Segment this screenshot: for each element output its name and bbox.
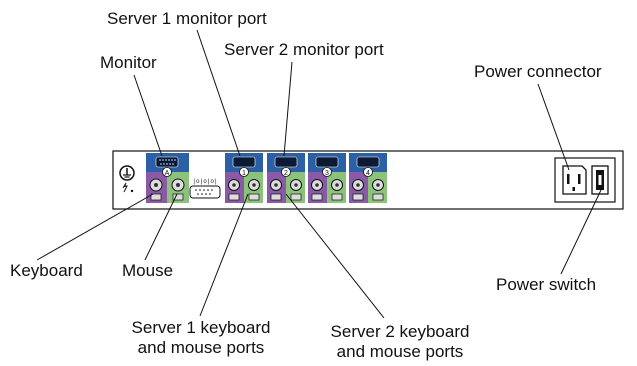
- power-warning-icon: [122, 182, 134, 193]
- server1-port-number: 1: [242, 170, 246, 177]
- server-port-group-4: 4: [349, 153, 387, 203]
- server2-keyboard-mouse-line2: and mouse ports: [336, 342, 464, 361]
- server1-keyboard-mouse-line1: Server 1 keyboard: [131, 318, 271, 337]
- server-port-group-3: 3: [308, 153, 346, 203]
- power-connector-label: Power connector: [474, 62, 602, 81]
- server2-keyboard-mouse-line1: Server 2 keyboard: [330, 322, 470, 341]
- keyboard-label: Keyboard: [10, 261, 83, 280]
- local-mouse-connector-icon: [171, 178, 185, 201]
- server2-port-number: 2: [284, 170, 288, 177]
- local-monitor-port: [146, 153, 189, 172]
- server-port-group-2: 2: [267, 153, 305, 203]
- power-connector: [562, 165, 587, 195]
- leader-lines: [36, 29, 602, 319]
- server3-port-number: 3: [325, 170, 329, 177]
- server1-keyboard-mouse-label: Server 1 keyboard and mouse ports: [112, 318, 290, 358]
- local-keyboard-connector-icon: [149, 178, 163, 201]
- leader-mouse: [144, 193, 178, 261]
- leader-power-switch: [560, 189, 602, 275]
- leader-server2-monitor: [283, 61, 293, 157]
- leader-power-connector: [537, 83, 570, 171]
- leader-server2-kbd-mouse: [285, 193, 385, 319]
- monitor-label: Monitor: [100, 53, 157, 72]
- server4-port-number: 4: [366, 170, 370, 177]
- mouse-label: Mouse: [122, 261, 174, 280]
- server2-keyboard-mouse-label: Server 2 keyboard and mouse ports: [308, 322, 492, 362]
- leader-keyboard: [36, 193, 154, 261]
- server-port-group-1: 1: [225, 153, 263, 203]
- server1-monitor-port-label: Server 1 monitor port: [107, 9, 267, 28]
- power-switch-label: Power switch: [496, 275, 597, 294]
- server2-monitor-port-label: Server 2 monitor port: [224, 40, 384, 59]
- leader-server1-kbd-mouse: [199, 193, 249, 317]
- local-port-letter: A: [165, 170, 170, 177]
- local-port-badge: A: [162, 167, 172, 177]
- ground-symbol-icon: [119, 165, 135, 181]
- leader-server1-monitor: [196, 29, 241, 157]
- power-module: [554, 157, 616, 203]
- serial-config-port: |o|o|o|: [189, 178, 221, 199]
- serial-port-label: |o|o|o|: [192, 178, 217, 185]
- server1-keyboard-mouse-line2: and mouse ports: [137, 338, 265, 357]
- power-switch: [591, 165, 609, 195]
- leader-monitor: [133, 74, 163, 157]
